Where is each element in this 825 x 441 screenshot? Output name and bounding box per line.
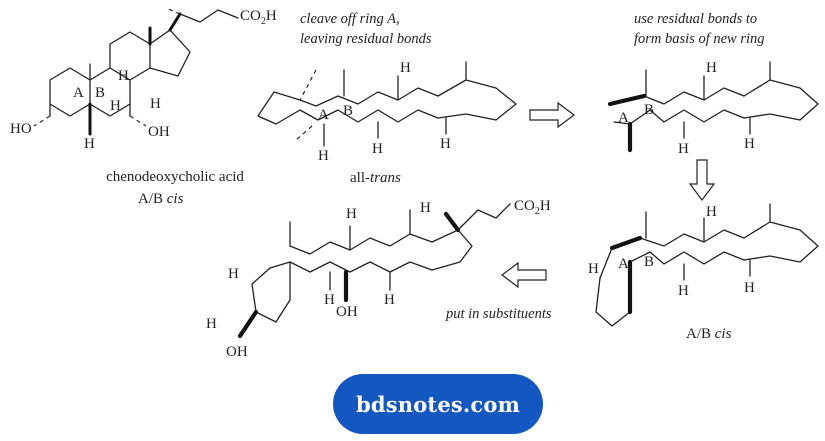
ring-a-label-3: A — [618, 110, 629, 126]
h-label-4a: H — [588, 261, 599, 277]
oh-label-5b: OH — [226, 344, 248, 360]
retro-arrow-right — [529, 101, 575, 129]
all-trans-structure: A B H H H H — [257, 60, 517, 164]
h-label-3c: H — [744, 136, 755, 152]
ring-a-label-2: A — [318, 107, 329, 123]
ring-b-label-2: B — [343, 103, 353, 119]
h-label-2a: H — [400, 60, 411, 76]
ho-label: HO — [10, 121, 32, 137]
chenodeoxycholic-acid-structure: CO2H HO OH H A B H H H — [10, 7, 277, 152]
h-label-4d: H — [744, 280, 755, 296]
caption-use-2: form basis of new ring — [634, 31, 765, 47]
ring-a-label-4: A — [618, 256, 629, 272]
caption-ab-cis-2: A/B cis — [686, 326, 732, 342]
retro-arrow-down — [688, 159, 716, 201]
h-label-5b: H — [420, 200, 431, 216]
retro-arrow-left — [501, 261, 547, 289]
site-badge[interactable]: bdsnotes.com — [333, 374, 543, 434]
caption-chenodeoxycholic: chenodeoxycholic acid — [106, 169, 244, 185]
h-label-5a: H — [346, 206, 357, 222]
oh-label-5a: OH — [336, 304, 358, 320]
ring-b-label-3: B — [644, 102, 654, 118]
h-label-3b: H — [678, 141, 689, 157]
ring-a-label-1: A — [73, 85, 84, 101]
h-label-3a: H — [706, 60, 717, 76]
h-label-4c: H — [678, 283, 689, 299]
h-label-4b: H — [706, 204, 717, 220]
caption-all-trans: all-trans — [350, 170, 401, 186]
final-product-structure: H H H H H H OH OH CO2H — [206, 198, 551, 360]
h-label-c8: H — [110, 98, 121, 114]
site-badge-text: bdsnotes.com — [355, 391, 521, 417]
residual-bonds-structure: A B H H H — [607, 60, 819, 157]
caption-put-in: put in substituents — [445, 306, 552, 322]
h-label-c9: H — [118, 68, 129, 84]
oh-label: OH — [148, 124, 170, 140]
h-label-2b: H — [372, 141, 383, 157]
h-label-5c: H — [228, 266, 239, 282]
co2h-label: CO2H — [240, 8, 277, 27]
co2h-label-5: CO2H — [514, 198, 551, 217]
h-label-c5: H — [84, 136, 95, 152]
ab-cis-structure: H A B H H H — [588, 203, 819, 327]
h-label-2d: H — [440, 136, 451, 152]
h-label-c14: H — [150, 96, 161, 112]
ring-b-label-4: B — [644, 254, 654, 270]
h-label-5f: H — [206, 316, 217, 332]
caption-ab-cis-1: A/B cis — [138, 191, 184, 207]
caption-use-1: use residual bonds to — [634, 11, 757, 27]
h-label-5e: H — [384, 292, 395, 308]
caption-cleave-2: leaving residual bonds — [300, 31, 432, 47]
caption-cleave-1: cleave off ring A, — [300, 11, 400, 27]
h-label-5d: H — [324, 292, 335, 308]
ring-b-label-1: B — [95, 85, 105, 101]
h-label-2c: H — [318, 148, 329, 164]
